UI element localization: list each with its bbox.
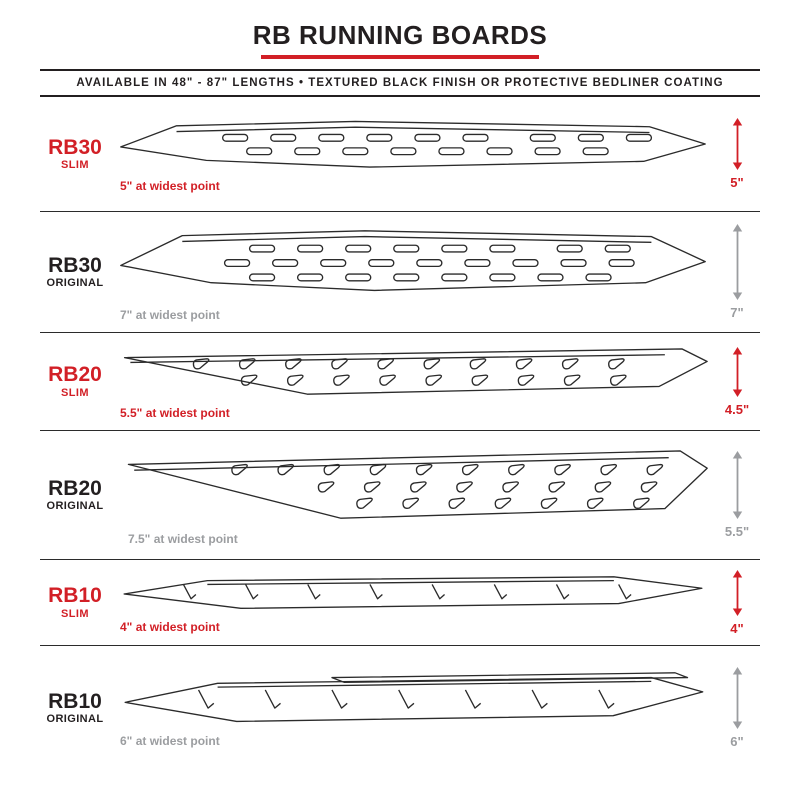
subtitle-text: AVAILABLE IN 48" - 87" LENGTHS • TEXTURE…: [76, 77, 724, 89]
title-underline: [261, 55, 539, 59]
board-label: RB30 SLIM: [40, 135, 112, 172]
height-arrow-icon: [732, 569, 742, 616]
width-dimension-label: 4" at widest point: [120, 619, 220, 634]
rb10-original-drawing: [124, 671, 704, 722]
height-arrow-icon: [732, 667, 742, 729]
rb30-original-drawing: [120, 229, 706, 291]
width-dimension-label: 7.5" at widest point: [128, 531, 238, 546]
height-dimension-label: 4.5": [724, 401, 750, 417]
width-dimension-label: 5.5" at widest point: [120, 405, 230, 420]
height-dimension-label: 4": [730, 620, 744, 636]
variant-label: SLIM: [61, 159, 89, 172]
rb20-slim-drawing: [123, 347, 708, 395]
width-dimension-label: 6" at widest point: [120, 733, 220, 748]
variant-label: SLIM: [61, 607, 89, 620]
board-row-rb30-original: RB30 ORIGINAL 7" at widest point 7": [40, 212, 760, 332]
variant-label: ORIGINAL: [46, 277, 104, 290]
height-arrow-icon: [732, 118, 742, 170]
board-drawing-area: 5" at widest point: [112, 115, 714, 193]
variant-label: SLIM: [61, 386, 89, 399]
height-dimension-label: 5": [730, 175, 744, 190]
board-row-rb20-original: RB20 ORIGINAL 7.5" at widest point 5.5": [40, 431, 760, 559]
board-label: RB20 SLIM: [40, 363, 112, 399]
board-label: RB20 ORIGINAL: [40, 476, 112, 513]
subtitle-bar: AVAILABLE IN 48" - 87" LENGTHS • TEXTURE…: [40, 69, 760, 97]
board-row-rb20-slim: RB20 SLIM 5.5" at widest point 4.5": [40, 333, 760, 430]
height-dimension: 4.5": [714, 346, 760, 417]
model-label: RB30: [48, 253, 102, 277]
board-drawing-area: 7.5" at widest point: [112, 445, 714, 546]
height-arrow-icon: [732, 451, 742, 519]
model-label: RB30: [48, 135, 102, 159]
board-drawing-area: 7" at widest point: [112, 223, 714, 322]
rb30-slim-drawing: [120, 120, 706, 168]
model-label: RB20: [48, 476, 102, 500]
height-dimension: 5": [714, 118, 760, 190]
board-label: RB30 ORIGINAL: [40, 253, 112, 290]
board-drawing-area: 6" at widest point: [112, 669, 714, 748]
row-separator: [40, 559, 760, 560]
board-label: RB10 SLIM: [40, 584, 112, 620]
height-arrow-icon: [732, 224, 742, 300]
board-drawing-area: 4" at widest point: [112, 572, 714, 634]
row-separator: [40, 211, 760, 212]
variant-label: ORIGINAL: [46, 713, 104, 726]
board-comparison-rows: RB30 SLIM 5" at widest point 5" RB: [40, 97, 760, 770]
width-dimension-label: 7" at widest point: [120, 307, 220, 322]
height-dimension-label: 5.5": [724, 524, 750, 539]
board-row-rb10-original: RB10 ORIGINAL 6" at widest point 6": [40, 646, 760, 770]
board-label: RB10 ORIGINAL: [40, 689, 112, 726]
row-separator: [40, 645, 760, 646]
board-drawing-area: 5.5" at widest point: [112, 344, 714, 420]
header: RB RUNNING BOARDS AVAILABLE IN 48" - 87"…: [0, 20, 800, 97]
width-dimension-label: 5" at widest point: [120, 179, 220, 193]
height-dimension: 5.5": [714, 451, 760, 539]
height-dimension-label: 7": [730, 305, 744, 320]
height-arrow-icon: [732, 346, 742, 397]
row-separator: [40, 430, 760, 431]
board-row-rb10-slim: RB10 SLIM 4" at widest point 4": [40, 560, 760, 645]
height-dimension: 4": [714, 569, 760, 636]
page-title: RB RUNNING BOARDS: [252, 20, 548, 50]
height-dimension-label: 6": [730, 734, 744, 749]
model-label: RB10: [48, 689, 102, 713]
board-row-rb30-slim: RB30 SLIM 5" at widest point 5": [40, 97, 760, 211]
row-separator: [40, 332, 760, 333]
model-label: RB20: [48, 363, 102, 387]
height-dimension: 7": [714, 224, 760, 320]
rb10-slim-drawing: [123, 575, 703, 609]
variant-label: ORIGINAL: [46, 500, 104, 513]
height-dimension: 6": [714, 667, 760, 749]
rb20-original-drawing: [127, 449, 708, 519]
model-label: RB10: [48, 584, 102, 608]
